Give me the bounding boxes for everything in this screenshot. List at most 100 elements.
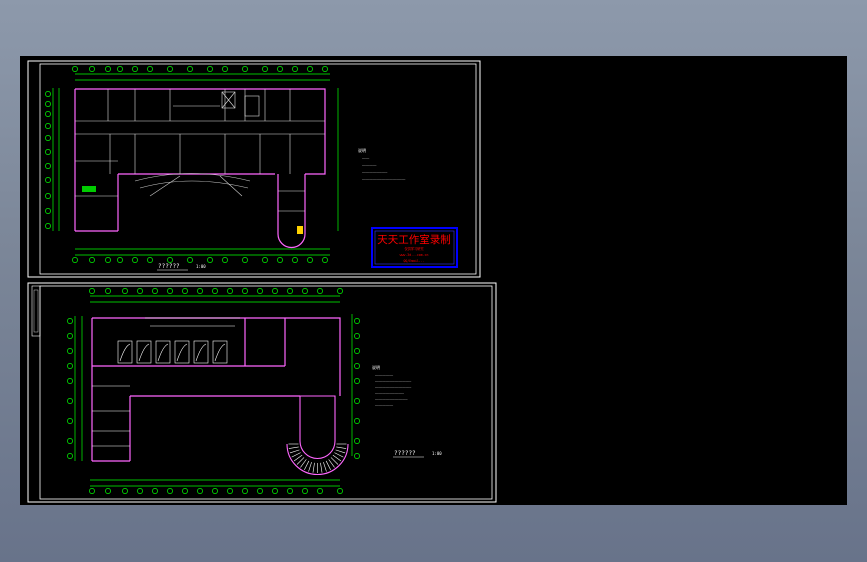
axis-bubble	[45, 223, 51, 229]
axis-bubble	[122, 488, 128, 494]
axis-bubble	[72, 257, 78, 263]
sheet-1-note-3: ——————————————	[362, 170, 387, 174]
axis-bubble	[152, 488, 158, 494]
axis-bubble	[67, 363, 73, 369]
stamp-title: 天天工作室录制	[377, 233, 451, 246]
axis-bubble	[89, 488, 95, 494]
sheet-1-note-2: ————————	[362, 163, 377, 167]
axis-bubble	[242, 257, 248, 263]
axis-bubble	[67, 438, 73, 444]
axis-bubble	[147, 257, 153, 263]
sheet-1-note-4: ————————————————————————	[362, 177, 406, 181]
axis-bubble	[322, 257, 328, 263]
axis-bubble	[212, 288, 218, 294]
sheet-1-notes-header: 说明	[358, 147, 366, 153]
axis-bubble	[242, 488, 248, 494]
sheet-1-walls	[74, 88, 326, 249]
sheet-2-note-1: ——————————	[375, 373, 393, 377]
sheet-1-green-fill	[82, 186, 96, 192]
cad-drawing: ?????? 1:00 说明 ———— ———————— ———————————…	[27, 60, 497, 503]
axis-bubble	[207, 66, 213, 72]
sheet-1-outer-frame	[27, 60, 481, 278]
axis-bubble	[354, 453, 360, 459]
axis-bubble	[89, 66, 95, 72]
sheet-2-note-4: ————————————————	[375, 391, 404, 395]
axis-bubble	[287, 488, 293, 494]
axis-bubble	[45, 193, 51, 199]
axis-bubble	[105, 257, 111, 263]
sheet-2-notes-header: 说明	[372, 364, 380, 370]
sheet-2-rooms	[92, 317, 240, 447]
axis-bubble	[354, 378, 360, 384]
axis-bubble	[354, 318, 360, 324]
axis-bubble	[354, 348, 360, 354]
axis-bubble	[292, 257, 298, 263]
sheet-2-note-3: ————————————————————	[375, 385, 411, 389]
axis-bubble	[117, 257, 123, 263]
sheet-1-title: ??????	[158, 263, 180, 270]
axis-bubble	[45, 149, 51, 155]
sheet-2-round-tower	[286, 395, 349, 475]
axis-bubble	[147, 66, 153, 72]
axis-bubble	[187, 66, 193, 72]
axis-bubble	[354, 438, 360, 444]
axis-bubble	[292, 66, 298, 72]
axis-bubble	[317, 488, 323, 494]
axis-bubble	[67, 398, 73, 404]
axis-bubble	[277, 66, 283, 72]
axis-bubble	[67, 378, 73, 384]
axis-bubble	[105, 488, 111, 494]
axis-bubble	[167, 288, 173, 294]
sheet-2-side-stamp	[31, 285, 41, 337]
sheet-1-yellow-mark	[297, 226, 303, 234]
axis-bubble	[167, 488, 173, 494]
axis-bubble	[187, 257, 193, 263]
axis-bubble	[67, 318, 73, 324]
axis-bubble	[132, 66, 138, 72]
axis-bubble	[302, 488, 308, 494]
axis-bubble	[45, 135, 51, 141]
axis-bubble	[222, 257, 228, 263]
axis-bubble	[354, 333, 360, 339]
axis-bubble	[45, 111, 51, 117]
axis-bubble	[354, 398, 360, 404]
axis-bubble	[105, 288, 111, 294]
axis-bubble	[45, 91, 51, 97]
sheet-1-entrance-canopy	[134, 173, 251, 197]
axis-bubble	[67, 418, 73, 424]
stamp-line-3: QQ/Email...	[403, 259, 424, 263]
axis-bubble	[207, 257, 213, 263]
axis-bubble	[257, 488, 263, 494]
axis-bubble	[197, 288, 203, 294]
axis-bubble	[307, 257, 313, 263]
sheet-2-axis-bubbles	[67, 288, 360, 494]
axis-bubble	[132, 257, 138, 263]
cad-viewport[interactable]: ?????? 1:00 说明 ———— ———————— ———————————…	[20, 56, 847, 505]
axis-bubble	[242, 288, 248, 294]
axis-bubble	[137, 488, 143, 494]
sheet-1-scale: 1:00	[196, 264, 206, 269]
axis-bubble	[302, 288, 308, 294]
sheet-2-note-6: ——————————	[375, 403, 393, 407]
axis-bubble	[45, 208, 51, 214]
axis-bubble	[67, 333, 73, 339]
axis-bubble	[182, 288, 188, 294]
axis-bubble	[105, 66, 111, 72]
axis-bubble	[197, 488, 203, 494]
axis-bubble	[117, 66, 123, 72]
axis-bubble	[89, 288, 95, 294]
sheet-1-axis-bubbles	[45, 66, 328, 263]
axis-bubble	[67, 348, 73, 354]
axis-bubble	[277, 257, 283, 263]
axis-bubble	[89, 257, 95, 263]
axis-bubble	[354, 363, 360, 369]
axis-bubble	[67, 453, 73, 459]
stamp-line-1: 仅供学习研究	[404, 246, 424, 251]
axis-bubble	[287, 288, 293, 294]
axis-bubble	[45, 177, 51, 183]
sheet-2-outer-frame	[27, 282, 497, 503]
axis-bubble	[337, 488, 343, 494]
axis-bubble	[317, 288, 323, 294]
axis-bubble	[272, 488, 278, 494]
sheet-1: ?????? 1:00 说明 ———— ———————— ———————————…	[27, 60, 481, 278]
